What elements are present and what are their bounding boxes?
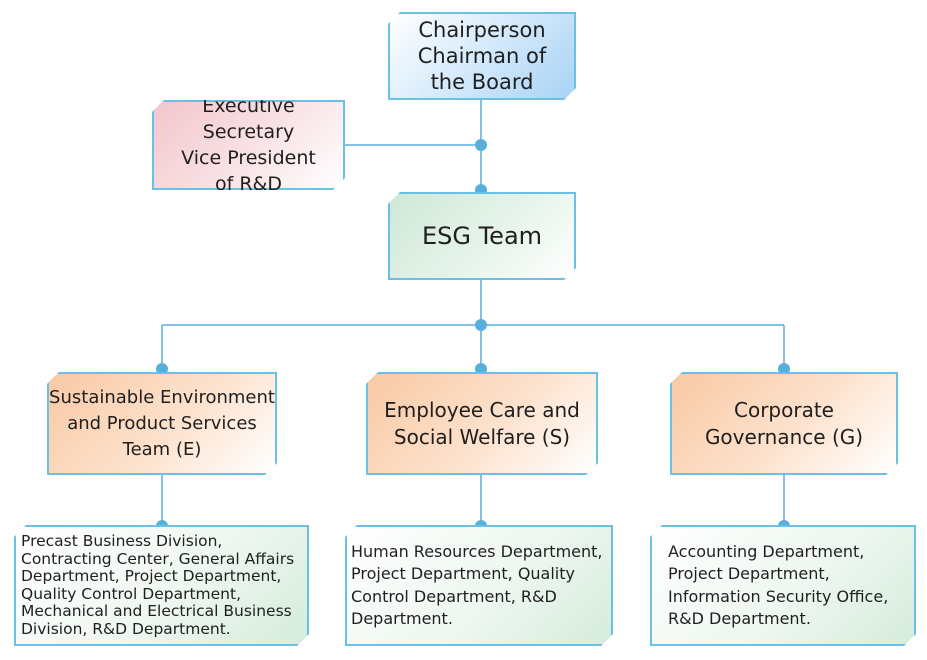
esg-team-label: ESG Team: [421, 222, 543, 250]
chairperson-label: Chairperson Chairman of the Board: [417, 18, 547, 94]
executive-secretary-node: Executive Secretary Vice President of R&…: [152, 100, 345, 190]
environment-team-label: Sustainable Environment and Product Serv…: [49, 386, 275, 460]
social-departments-node: Human Resources Department, Project Depa…: [345, 525, 613, 646]
esg-team-node: ESG Team: [388, 192, 576, 280]
social-team-node: Employee Care and Social Welfare (S): [366, 372, 598, 475]
governance-team-node: Corporate Governance (G): [670, 372, 898, 475]
governance-departments-node: Accounting Department, Project Departmen…: [650, 525, 916, 646]
social-team-label: Employee Care and Social Welfare (S): [384, 397, 580, 449]
chairperson-node: Chairperson Chairman of the Board: [388, 12, 576, 100]
governance-departments-label: Accounting Department, Project Departmen…: [668, 541, 889, 628]
environment-team-node: Sustainable Environment and Product Serv…: [47, 372, 277, 475]
junction-dot: [475, 139, 487, 151]
environment-departments-label: Precast Business Division, Contracting C…: [21, 532, 295, 638]
governance-team-label: Corporate Governance (G): [704, 397, 864, 449]
junction-dot: [475, 319, 487, 331]
environment-departments-node: Precast Business Division, Contracting C…: [14, 525, 309, 646]
social-departments-label: Human Resources Department, Project Depa…: [351, 541, 603, 628]
executive-secretary-label: Executive Secretary Vice President of R&…: [181, 95, 316, 195]
